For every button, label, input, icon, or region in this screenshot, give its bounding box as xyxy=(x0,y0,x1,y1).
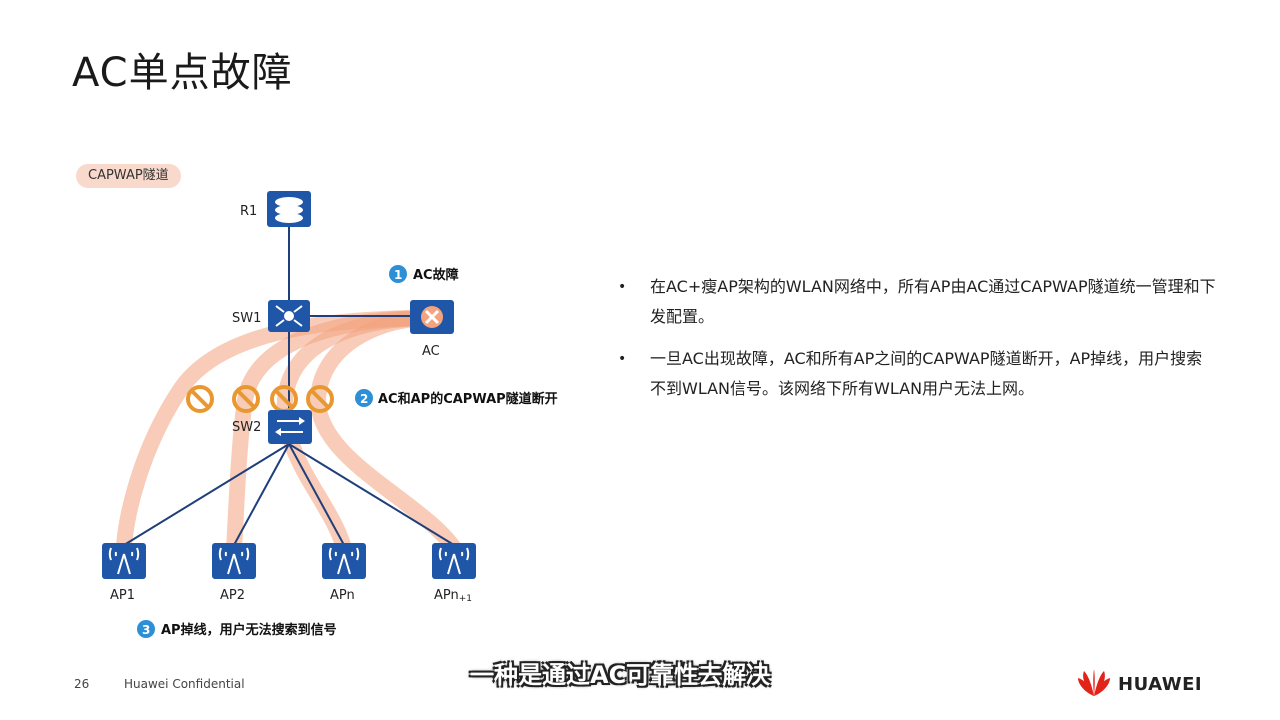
slide-title: AC单点故障 xyxy=(72,50,293,96)
bullet-dot-icon: • xyxy=(618,279,627,295)
access-point-icon xyxy=(322,543,366,579)
huawei-logo-icon xyxy=(1078,669,1110,696)
video-subtitle: 一种是通过AC可靠性去解决 xyxy=(470,661,771,689)
bullet-text: 在AC+瘦AP架构的WLAN网络中，所有AP由AC通过CAPWAP隧道统一管理和… xyxy=(650,277,1216,326)
step-1: 1 AC故障 xyxy=(389,265,459,283)
bullet-dot-icon: • xyxy=(618,351,627,367)
explanation-bullets: • 在AC+瘦AP架构的WLAN网络中，所有AP由AC通过CAPWAP隧道统一管… xyxy=(618,272,1218,416)
step-2: 2 AC和AP的CAPWAP隧道断开 xyxy=(355,389,558,407)
ap2-label: AP2 xyxy=(220,588,245,603)
step-1-text: AC故障 xyxy=(413,267,459,283)
bullet-item: • 一旦AC出现故障，AC和所有AP之间的CAPWAP隧道断开，AP掉线，用户搜… xyxy=(618,344,1218,404)
step-2-text: AC和AP的CAPWAP隧道断开 xyxy=(378,391,558,407)
bullet-text: 一旦AC出现故障，AC和所有AP之间的CAPWAP隧道断开，AP掉线，用户搜索不… xyxy=(650,349,1203,398)
ac-label: AC xyxy=(422,344,440,359)
step-1-number: 1 xyxy=(394,268,402,282)
access-controller-icon xyxy=(410,300,454,334)
step-3-text: AP掉线，用户无法搜索到信号 xyxy=(161,622,337,638)
step-2-number: 2 xyxy=(360,392,368,406)
forbidden-icon xyxy=(186,385,214,413)
physical-links xyxy=(123,226,455,546)
r1-label: R1 xyxy=(240,204,257,219)
bullet-item: • 在AC+瘦AP架构的WLAN网络中，所有AP由AC通过CAPWAP隧道统一管… xyxy=(618,272,1218,332)
sw2-label: SW2 xyxy=(232,420,261,435)
router-icon xyxy=(267,191,311,227)
ap1-label: AP1 xyxy=(110,588,135,603)
access-point-icon xyxy=(212,543,256,579)
step-3: 3 AP掉线，用户无法搜索到信号 xyxy=(137,620,337,638)
forbidden-icon xyxy=(306,385,334,413)
step-3-number: 3 xyxy=(142,623,150,637)
page-number: 26 xyxy=(74,677,90,691)
apn1-label: APn+1 xyxy=(434,588,472,604)
confidentiality-notice: Huawei Confidential xyxy=(124,677,245,691)
sw1-label: SW1 xyxy=(232,311,261,326)
tunnel-to-apn1 xyxy=(309,310,462,556)
access-switch-icon xyxy=(268,410,312,444)
apn-label: APn xyxy=(330,588,355,603)
core-switch-icon xyxy=(268,300,310,332)
access-point-icon xyxy=(432,543,476,579)
brand-name: HUAWEI xyxy=(1118,674,1203,695)
access-point-icon xyxy=(102,543,146,579)
capwap-tunnel-tag: CAPWAP隧道 xyxy=(76,164,181,188)
forbidden-icon xyxy=(232,385,260,413)
